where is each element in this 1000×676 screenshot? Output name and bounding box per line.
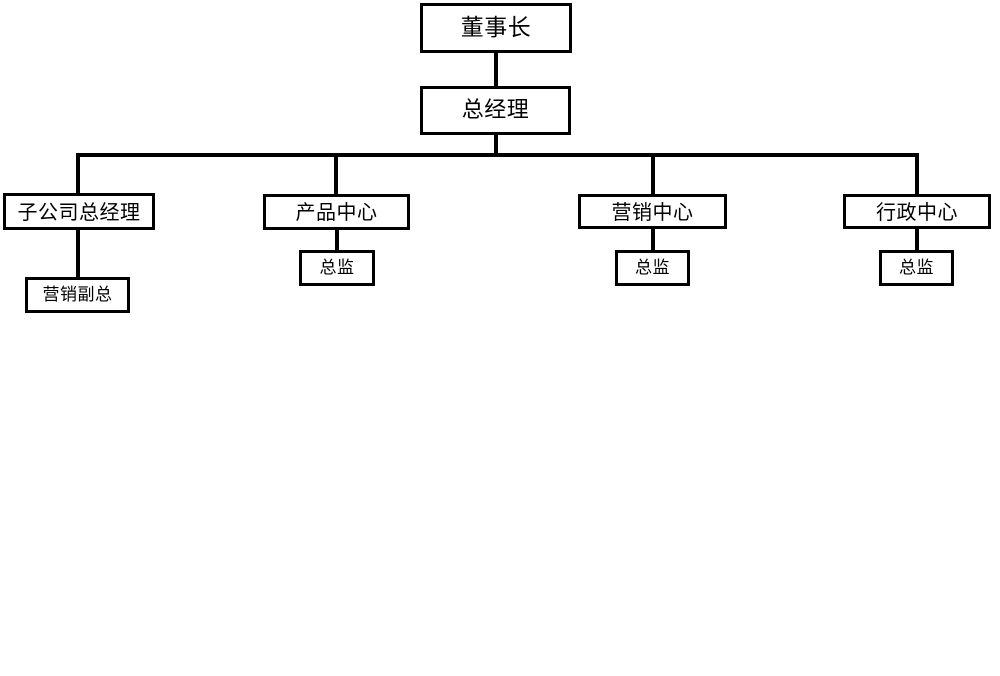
node-director-product-label: 总监	[319, 257, 355, 278]
node-marketing-center[interactable]: 营销中心	[578, 194, 727, 229]
node-director-admin-label: 总监	[899, 257, 934, 278]
connector-marketing-center-to-director	[651, 227, 655, 252]
connector-subsidiary-to-marketing-vp	[76, 228, 80, 279]
node-subsidiary-general-manager[interactable]: 子公司总经理	[3, 193, 155, 230]
node-director-marketing[interactable]: 总监	[615, 250, 690, 286]
node-general-manager-label: 总经理	[461, 97, 530, 123]
connector-general-manager-stem	[494, 133, 498, 157]
node-marketing-vp[interactable]: 营销副总	[25, 277, 130, 313]
node-director-marketing-label: 总监	[635, 257, 670, 278]
node-director-product[interactable]: 总监	[299, 250, 375, 286]
node-chairman-label: 董事长	[460, 14, 532, 41]
connector-admin-center-to-director	[915, 227, 919, 252]
connector-drop-admin-center	[915, 153, 919, 196]
node-admin-center-label: 行政中心	[876, 199, 958, 224]
node-chairman[interactable]: 董事长	[420, 3, 572, 53]
node-product-center-label: 产品中心	[295, 200, 378, 224]
node-general-manager[interactable]: 总经理	[420, 86, 571, 135]
node-admin-center[interactable]: 行政中心	[843, 194, 991, 229]
connector-drop-marketing-center	[651, 153, 655, 196]
connector-product-center-to-director	[335, 228, 339, 252]
connector-horizontal-bus	[78, 153, 919, 157]
node-product-center[interactable]: 产品中心	[263, 194, 410, 230]
connector-chairman-to-general-manager	[494, 51, 498, 88]
connector-drop-product-center	[334, 153, 338, 196]
connector-drop-subsidiary-general-manager	[76, 153, 80, 195]
node-marketing-vp-label: 营销副总	[42, 284, 113, 305]
node-subsidiary-general-manager-label: 子公司总经理	[17, 199, 141, 224]
node-director-admin[interactable]: 总监	[879, 250, 954, 286]
node-marketing-center-label: 营销中心	[611, 199, 694, 224]
